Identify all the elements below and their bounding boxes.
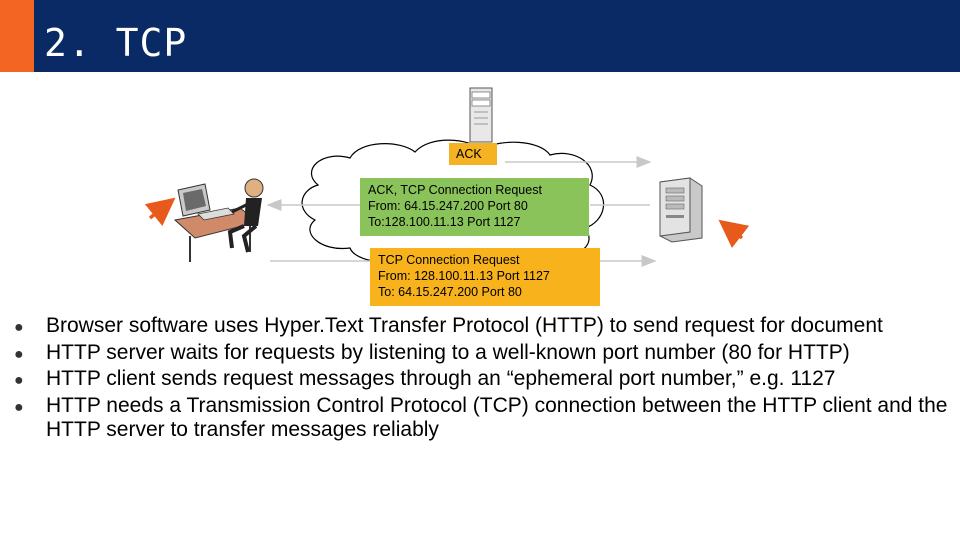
bullet-icon: ● [14, 369, 24, 394]
bullet-text: HTTP client sends request messages throu… [46, 367, 836, 390]
ack-tcp-line1: ACK, TCP Connection Request [368, 182, 581, 198]
tcp-request-line2: From: 128.100.11.13 Port 1127 [378, 268, 592, 284]
bullet-text: Browser software uses Hyper.Text Transfe… [46, 314, 883, 337]
server-tower-icon [660, 178, 702, 242]
bullet-list: ● Browser software uses Hyper.Text Transf… [14, 314, 954, 445]
router-tower-icon [470, 88, 492, 142]
ack-label: ACK [449, 143, 497, 165]
client-user-icon [175, 179, 263, 262]
ack-tcp-line3: To:128.100.11.13 Port 1127 [368, 214, 581, 230]
tcp-request-line3: To: 64.15.247.200 Port 80 [378, 284, 592, 300]
bullet-icon: ● [14, 396, 24, 421]
bullet-icon: ● [14, 316, 24, 341]
list-item: ● HTTP needs a Transmission Control Proto… [14, 394, 954, 443]
client-pointer-arrow [150, 202, 170, 218]
ack-tcp-line2: From: 64.15.247.200 Port 80 [368, 198, 581, 214]
list-item: ● Browser software uses Hyper.Text Transf… [14, 314, 954, 339]
tcp-request-message: TCP Connection Request From: 128.100.11.… [370, 248, 600, 306]
bullet-icon: ● [14, 343, 24, 368]
list-item: ● HTTP server waits for requests by liste… [14, 341, 954, 366]
bullet-text: HTTP server waits for requests by listen… [46, 341, 850, 364]
tcp-request-line1: TCP Connection Request [378, 252, 592, 268]
slide-title: 2. TCP [44, 20, 187, 66]
bullet-text: HTTP needs a Transmission Control Protoc… [46, 394, 947, 442]
server-pointer-arrow [724, 224, 742, 238]
title-accent-block [0, 0, 34, 72]
list-item: ● HTTP client sends request messages thro… [14, 367, 954, 392]
ack-tcp-message: ACK, TCP Connection Request From: 64.15.… [360, 178, 589, 236]
